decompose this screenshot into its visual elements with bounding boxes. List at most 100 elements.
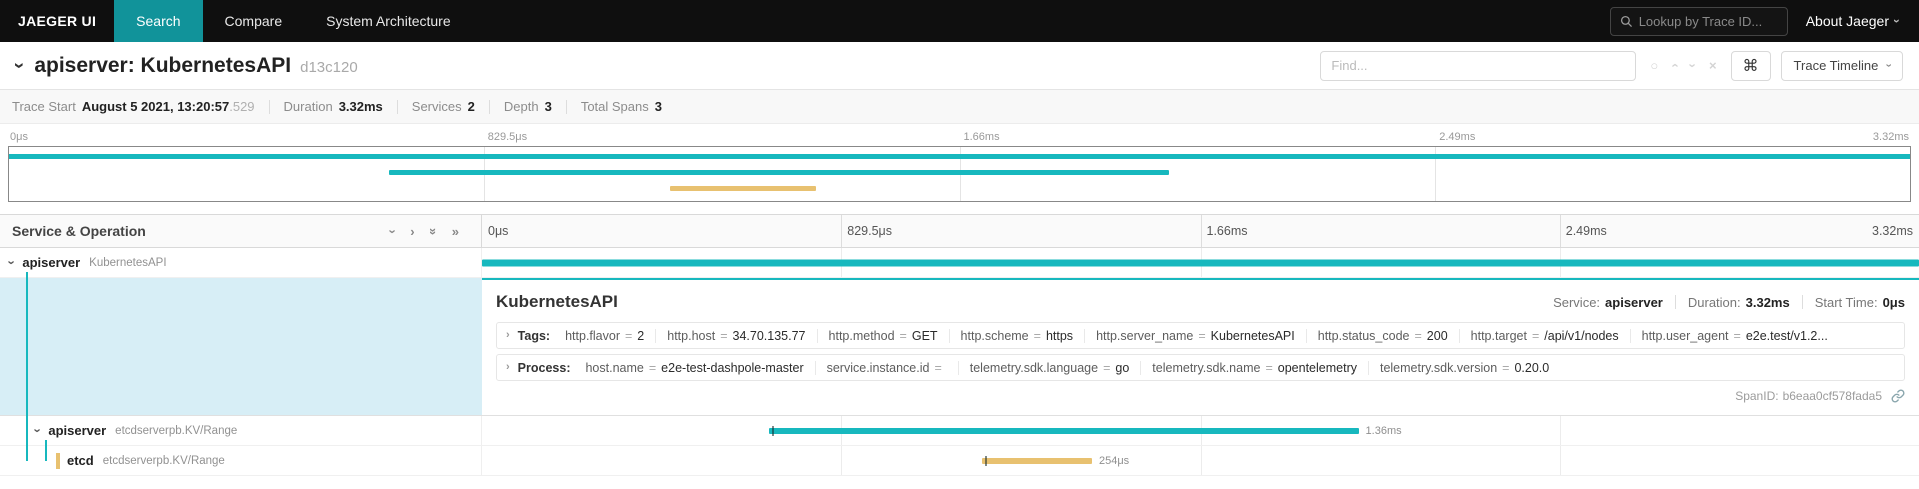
span-tick (985, 455, 988, 466)
app-logo[interactable]: JAEGER UI (18, 13, 97, 29)
meta-value: apiserver (1605, 294, 1663, 310)
chevron-down-icon[interactable]: › (30, 428, 46, 433)
tag-item: http.flavor=2 (554, 328, 657, 343)
chevron-down-icon[interactable]: › (4, 260, 20, 265)
summary-value-ms: .529 (229, 99, 255, 114)
equals-sign: = (1502, 360, 1510, 375)
span-duration-label: 254μs (1098, 454, 1130, 467)
service-operation-header: Service & Operation (12, 223, 146, 239)
span-service: etcd (67, 453, 94, 468)
tag-key: http.scheme (960, 328, 1029, 343)
gridline (1559, 446, 1561, 475)
process-item: telemetry.sdk.language=go (959, 360, 1142, 375)
trace-view-selector-label: Trace Timeline (1793, 58, 1879, 73)
tag-value: 200 (1426, 328, 1448, 343)
trace-minimap: 0μs 829.5μs 1.66ms 2.49ms 3.32ms (0, 124, 1919, 202)
chevron-right-icon[interactable]: › (410, 223, 415, 239)
span-timeline-cell[interactable]: 254μs (482, 446, 1919, 475)
tag-value: /api/v1/nodes (1544, 328, 1619, 343)
trace-id-input[interactable] (1638, 13, 1778, 29)
summary-label: Total Spans (580, 99, 649, 114)
span-tick (772, 425, 775, 436)
span-id-label: SpanID: (1735, 389, 1779, 403)
nav-spacer (473, 0, 1610, 42)
tick-label: 1.66ms (963, 131, 1000, 143)
gridline (1435, 146, 1437, 202)
prev-result-icon[interactable]: › (1666, 63, 1682, 68)
minimap-span-bar (388, 170, 1169, 175)
link-icon[interactable] (1891, 389, 1905, 403)
trace-view-selector[interactable]: Trace Timeline › (1780, 50, 1903, 81)
process-key: host.name (585, 360, 644, 375)
about-jaeger-label: About Jaeger (1805, 13, 1889, 29)
span-name-cell[interactable]: › apiserver etcdserverpb.KV/Range (0, 416, 482, 445)
focus-icon[interactable]: ○ (1650, 58, 1659, 73)
meta-value: 0μs (1882, 294, 1905, 310)
trace-id-search-box[interactable] (1609, 6, 1788, 36)
meta-value: 3.32ms (1745, 294, 1790, 310)
trace-summary-bar: Trace Start August 5 2021, 13:20:57.529 … (0, 90, 1919, 124)
keyboard-shortcuts-button[interactable]: ⌘ (1730, 50, 1771, 81)
find-result-controls: ○ › › × (1650, 58, 1716, 73)
double-chevron-right-icon[interactable]: » (451, 223, 459, 239)
divider (1801, 295, 1803, 309)
tick-label: 3.32ms (1872, 131, 1909, 143)
span-bar[interactable] (482, 259, 1919, 266)
clear-find-icon[interactable]: × (1708, 58, 1717, 73)
equals-sign: = (899, 328, 907, 343)
collapse-trace-chevron-icon[interactable]: › (8, 62, 30, 69)
next-result-icon[interactable]: › (1685, 63, 1701, 68)
tag-item: http.server_name=KubernetesAPI (1085, 328, 1307, 343)
top-navbar: JAEGER UI Search Compare System Architec… (0, 0, 1919, 42)
span-detail-content: KubernetesAPI Service: apiserver Duratio… (482, 278, 1919, 415)
span-service: apiserver (48, 423, 107, 438)
span-service: apiserver (22, 255, 81, 270)
double-chevron-down-icon[interactable]: » (425, 227, 441, 235)
span-row-0[interactable]: › apiserver KubernetesAPI (0, 248, 1919, 278)
tick-label: 2.49ms (1565, 224, 1607, 238)
nav-tab-system-architecture[interactable]: System Architecture (326, 13, 451, 29)
nav-tab-compare[interactable]: Compare (224, 13, 283, 29)
about-jaeger-menu[interactable]: About Jaeger › (1806, 0, 1919, 42)
span-timeline-cell[interactable]: 1.36ms (482, 416, 1919, 445)
minimap-viewport[interactable] (8, 146, 1911, 202)
summary-value: 3 (654, 99, 662, 114)
span-detail-panel: KubernetesAPI Service: apiserver Duratio… (0, 278, 1919, 416)
tag-key: http.user_agent (1641, 328, 1729, 343)
tags-row[interactable]: › Tags: http.flavor=2 http.host=34.70.13… (496, 322, 1905, 349)
meta-label: Start Time: (1814, 294, 1878, 310)
span-bar[interactable]: 1.36ms (769, 425, 1402, 437)
equals-sign: = (1103, 360, 1111, 375)
summary-label: Duration (283, 99, 333, 114)
timeline-header-ticks: 0μs 829.5μs 1.66ms 2.49ms 3.32ms (482, 215, 1919, 247)
span-timeline-cell[interactable] (482, 248, 1919, 277)
chevron-down-icon[interactable]: › (385, 228, 401, 234)
divider (1200, 215, 1202, 247)
process-item: telemetry.sdk.version=0.20.0 (1369, 361, 1560, 375)
divider (841, 215, 843, 247)
span-bar[interactable]: 254μs (982, 455, 1129, 467)
span-row-2[interactable]: etcd etcdserverpb.KV/Range 254μs (0, 446, 1919, 476)
minimap-span-bar (670, 186, 816, 191)
find-input[interactable] (1320, 50, 1637, 81)
equals-sign: = (1531, 328, 1540, 343)
chevron-right-icon[interactable]: › (506, 361, 510, 373)
tag-value: https (1045, 328, 1074, 343)
span-name-cell[interactable]: etcd etcdserverpb.KV/Range (0, 446, 482, 475)
process-key: telemetry.sdk.version (1379, 360, 1498, 375)
summary-value: August 5 2021, 13:20:57.529 (82, 99, 255, 114)
nav-tab-search[interactable]: Search (114, 0, 203, 42)
divider (565, 99, 567, 114)
divider (1559, 215, 1561, 247)
tree-guide-line (45, 440, 47, 461)
span-row-1[interactable]: › apiserver etcdserverpb.KV/Range 1.36ms (0, 416, 1919, 446)
span-name-cell[interactable]: › apiserver KubernetesAPI (0, 248, 482, 277)
process-row[interactable]: › Process: host.name=e2e-test-dashpole-m… (496, 354, 1905, 381)
summary-total-spans: Total Spans 3 (581, 99, 662, 114)
collapse-controls: › › » » (386, 223, 459, 239)
gridline (841, 446, 843, 475)
chevron-right-icon[interactable]: › (506, 329, 510, 341)
process-item: service.instance.id= (816, 360, 959, 375)
gridline (1200, 446, 1202, 475)
